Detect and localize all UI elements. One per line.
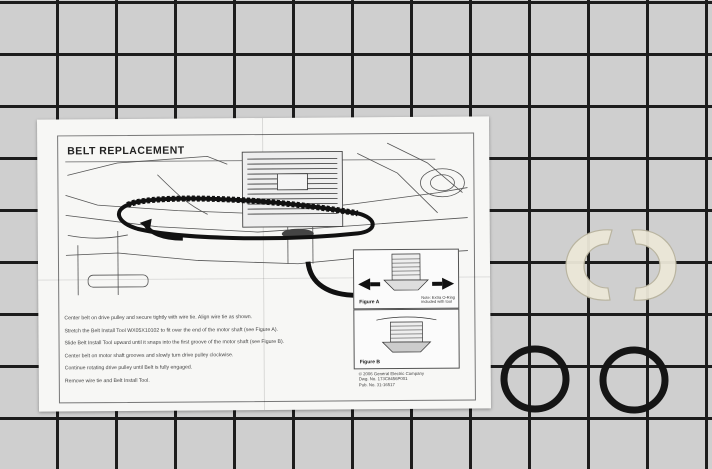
- figure-a-label: Figure A: [359, 299, 380, 306]
- o-ring-right: [599, 346, 669, 414]
- instruction-steps: Center belt on drive pulley and secure t…: [64, 310, 385, 387]
- copyright-block: © 2006 General Electric Company Dwg. No.…: [359, 371, 469, 388]
- publication-number: Pub. No. 31-16517: [358, 381, 395, 388]
- clip-half-right: [631, 229, 677, 301]
- figure-b-drawing: [376, 316, 437, 353]
- figure-a-drawing: [358, 253, 455, 291]
- drive-belt: [116, 196, 375, 241]
- washer-drive-illustration: [65, 142, 468, 303]
- clip-half-left: [565, 229, 613, 301]
- translucent-clip: [565, 229, 677, 301]
- figure-a-note: Note: Extra O-Ring included with tool: [421, 294, 456, 305]
- motor-drawing: [241, 150, 344, 239]
- instruction-sheet: BELT REPLACEMENT: [36, 116, 492, 412]
- step-text: Remove wire tie and Belt Install Tool.: [64, 377, 150, 384]
- o-ring-left: [500, 345, 570, 413]
- figure-b-panel: Figure B: [353, 308, 460, 370]
- figure-a-panel: Figure A Note: Extra O-Ring included wit…: [352, 248, 460, 310]
